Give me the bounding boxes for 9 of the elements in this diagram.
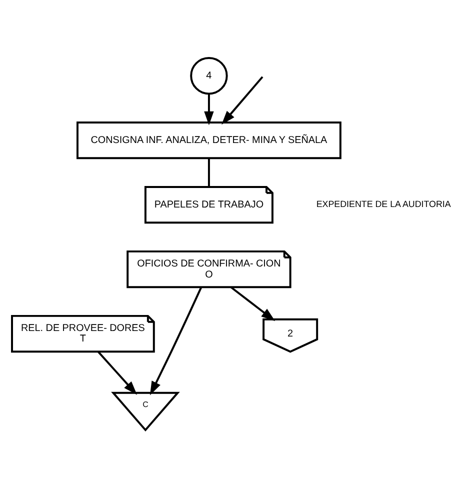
node-box: CONSIGNA INF. ANALIZA, DETER- MINA Y SEÑALA — [76, 121, 342, 160]
arrow — [150, 286, 202, 396]
connector — [208, 158, 210, 187]
arrow — [204, 94, 214, 126]
label: EXPEDIENTE DE LA AUDITORIA — [316, 198, 451, 209]
node-circle: 4 — [190, 56, 228, 95]
arrow — [98, 351, 138, 395]
arrow — [230, 286, 276, 322]
arrow — [222, 76, 264, 125]
